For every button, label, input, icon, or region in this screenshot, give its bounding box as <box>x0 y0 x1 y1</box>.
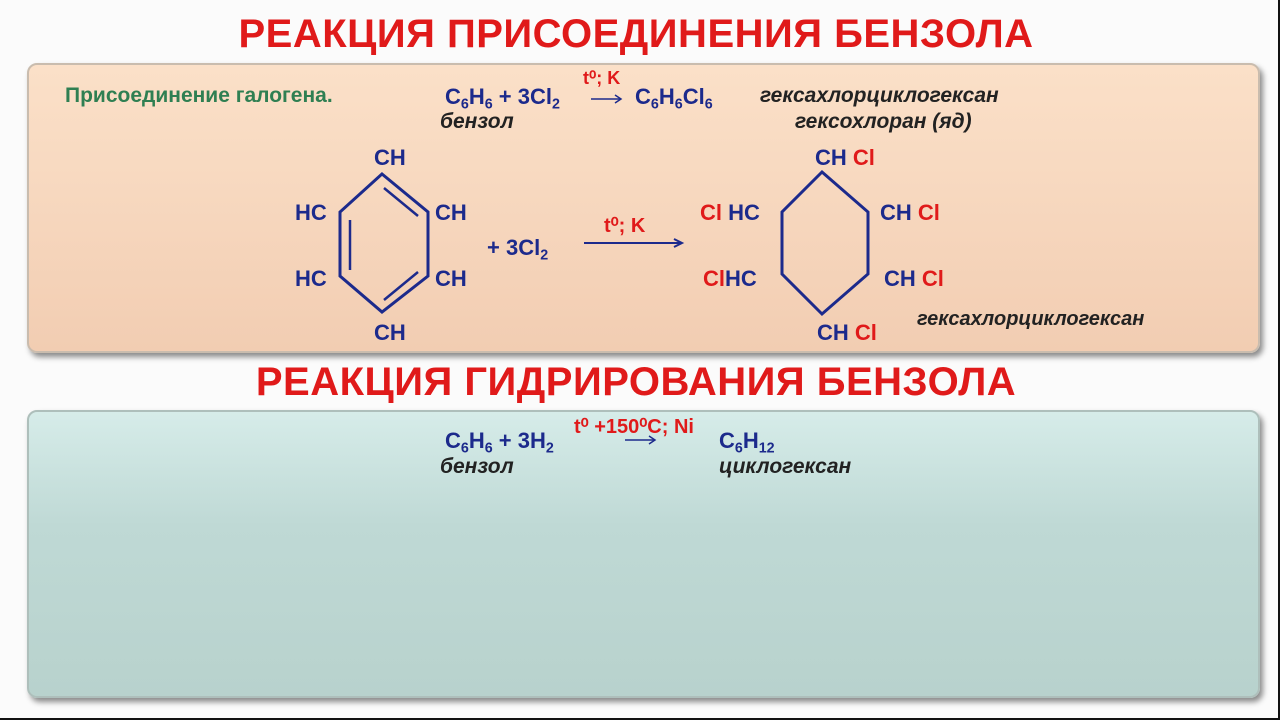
benzene-top: CH <box>374 145 406 170</box>
halogen-heading: Присоединение галогена. <box>65 84 333 107</box>
hydrogenation-panel <box>27 410 1260 698</box>
hydro-equation-product: C6H12 <box>719 428 775 457</box>
benzene-lower-left: HC <box>295 266 327 291</box>
cyclohexane-ring <box>780 169 870 317</box>
title-hydrogenation-reaction: РЕАКЦИЯ ГИДРИРОВАНИЯ БЕНЗОЛА <box>255 360 1017 404</box>
hydro-equation-reactants: C6H6 + 3H2 <box>445 428 554 457</box>
product-lower-right: CH Cl <box>884 266 944 291</box>
structure-product-name: гексахлорциклогексан <box>917 308 1145 330</box>
hydro-product-label: циклогексан <box>719 455 852 478</box>
hydro-condition: t⁰ +150⁰C; Ni <box>574 416 694 438</box>
product-name: гексахлорциклогексан <box>760 84 999 107</box>
halogen-addition-panel <box>27 63 1260 353</box>
benzene-bottom: CH <box>374 320 406 345</box>
product-alias: гексохлоран (яд) <box>795 110 972 133</box>
benzene-ring <box>338 172 430 314</box>
benzene-upper-right: CH <box>435 200 467 225</box>
structure-condition: t⁰; K <box>604 215 646 237</box>
benzene-upper-left: HC <box>295 200 327 225</box>
reaction-arrow-icon <box>591 94 623 104</box>
product-lower-left: ClHC <box>703 266 757 291</box>
hydro-arrow-icon <box>625 435 657 445</box>
chlorine-reagent: + 3Cl2 <box>487 235 549 264</box>
title-addition-reaction: РЕАКЦИЯ ПРИСОЕДИНЕНИЯ БЕНЗОЛА <box>238 12 1034 56</box>
product-upper-right: CH Cl <box>880 200 940 225</box>
halogen-condition: t⁰; K <box>583 68 621 88</box>
benzene-label: бензол <box>440 110 514 133</box>
structure-arrow-icon <box>584 238 685 248</box>
halogen-equation-product: C6H6Cl6 <box>635 84 713 113</box>
benzene-lower-right: CH <box>435 266 467 291</box>
hydro-benzene-label: бензол <box>440 455 514 478</box>
product-bottom: CH Cl <box>817 320 877 345</box>
product-upper-left: Cl HC <box>700 200 760 225</box>
product-top: CH Cl <box>815 145 875 170</box>
halogen-equation-reactants: C6H6 + 3Cl2 <box>445 84 560 113</box>
